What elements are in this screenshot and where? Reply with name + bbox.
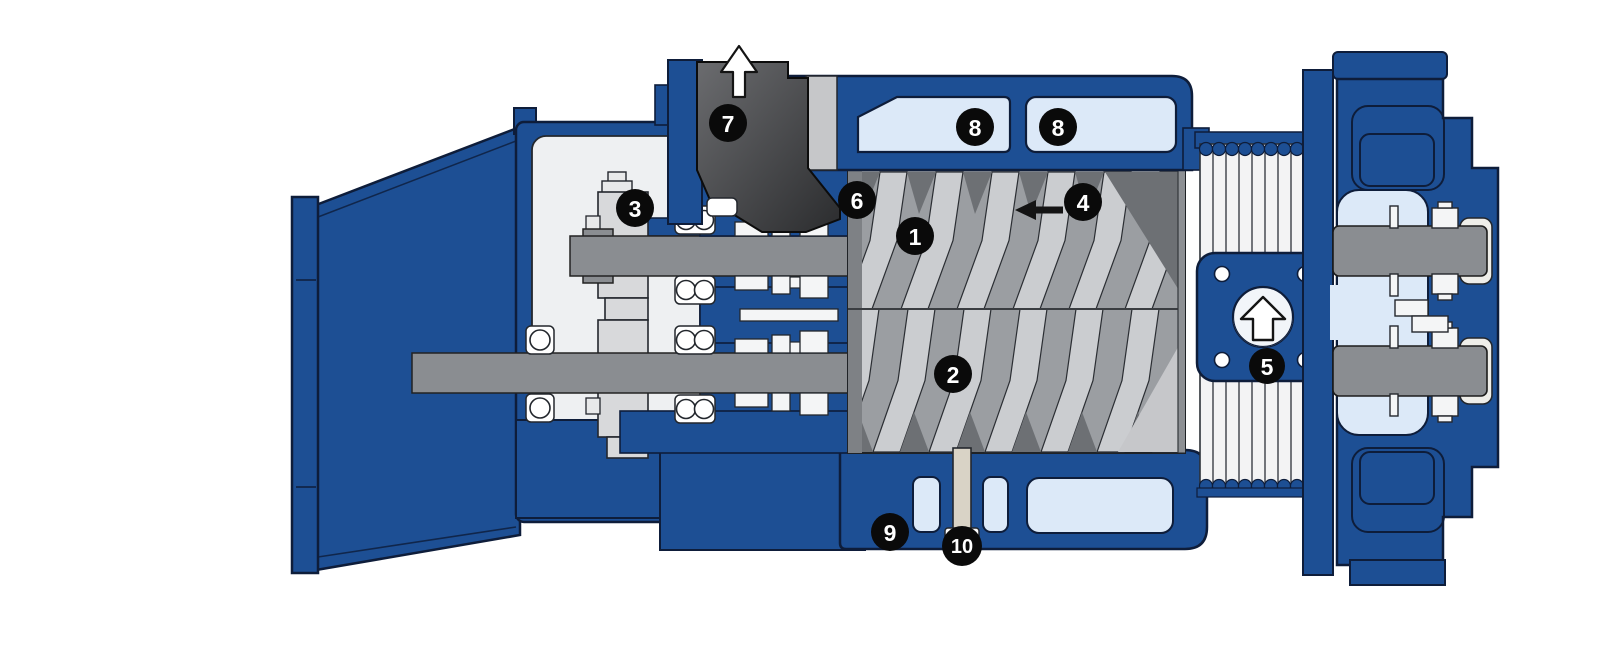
upper-shaft <box>569 235 849 277</box>
suction-flange <box>1195 251 1331 383</box>
mounting-flange <box>290 195 320 575</box>
flow-left-arrow <box>1015 200 1063 220</box>
lower-drive-shaft <box>411 352 849 394</box>
callout-6: 6 <box>838 181 876 219</box>
svg-text:5: 5 <box>1261 354 1274 380</box>
callout-2: 2 <box>934 355 972 393</box>
rotor-entry-wall <box>619 169 857 454</box>
callout-1: 1 <box>896 217 934 255</box>
callout-9: 9 <box>871 513 909 551</box>
lower-rotor-shaft-end <box>1332 345 1488 397</box>
callout-10: 10 <box>942 526 982 566</box>
discharge-liner-strip <box>805 75 838 171</box>
callout-5: 5 <box>1249 348 1285 384</box>
svg-text:3: 3 <box>629 196 642 222</box>
svg-text:9: 9 <box>884 520 897 546</box>
svg-text:1: 1 <box>909 224 922 250</box>
discharge-up-arrow <box>719 44 759 99</box>
scallop-top <box>1198 141 1305 157</box>
svg-text:4: 4 <box>1077 190 1090 216</box>
upper-rotor-shaft-end <box>1332 225 1488 277</box>
discharge-port <box>654 44 841 233</box>
svg-text:10: 10 <box>951 536 973 558</box>
cooling-windows-bottom <box>912 476 1174 534</box>
svg-text:8: 8 <box>969 115 982 141</box>
shaft-fasteners <box>1389 201 1459 423</box>
callout-3: 3 <box>616 189 654 227</box>
svg-text:8: 8 <box>1052 115 1065 141</box>
callout-7: 7 <box>709 104 747 142</box>
callout-4: 4 <box>1064 183 1102 221</box>
end-cover <box>1302 51 1500 586</box>
callout-8-8: 8 <box>1039 108 1077 146</box>
svg-text:7: 7 <box>722 111 735 137</box>
suction-up-arrow <box>1239 295 1287 342</box>
top-casing <box>786 74 1210 172</box>
motor-bracket <box>290 107 537 575</box>
svg-text:6: 6 <box>851 188 864 214</box>
callouts: 1 2 3 4 5 6 7 8 8 9 10 <box>616 104 1285 566</box>
callout-8-7: 8 <box>956 108 994 146</box>
svg-text:2: 2 <box>947 362 960 388</box>
screw-rotors <box>847 169 1186 454</box>
